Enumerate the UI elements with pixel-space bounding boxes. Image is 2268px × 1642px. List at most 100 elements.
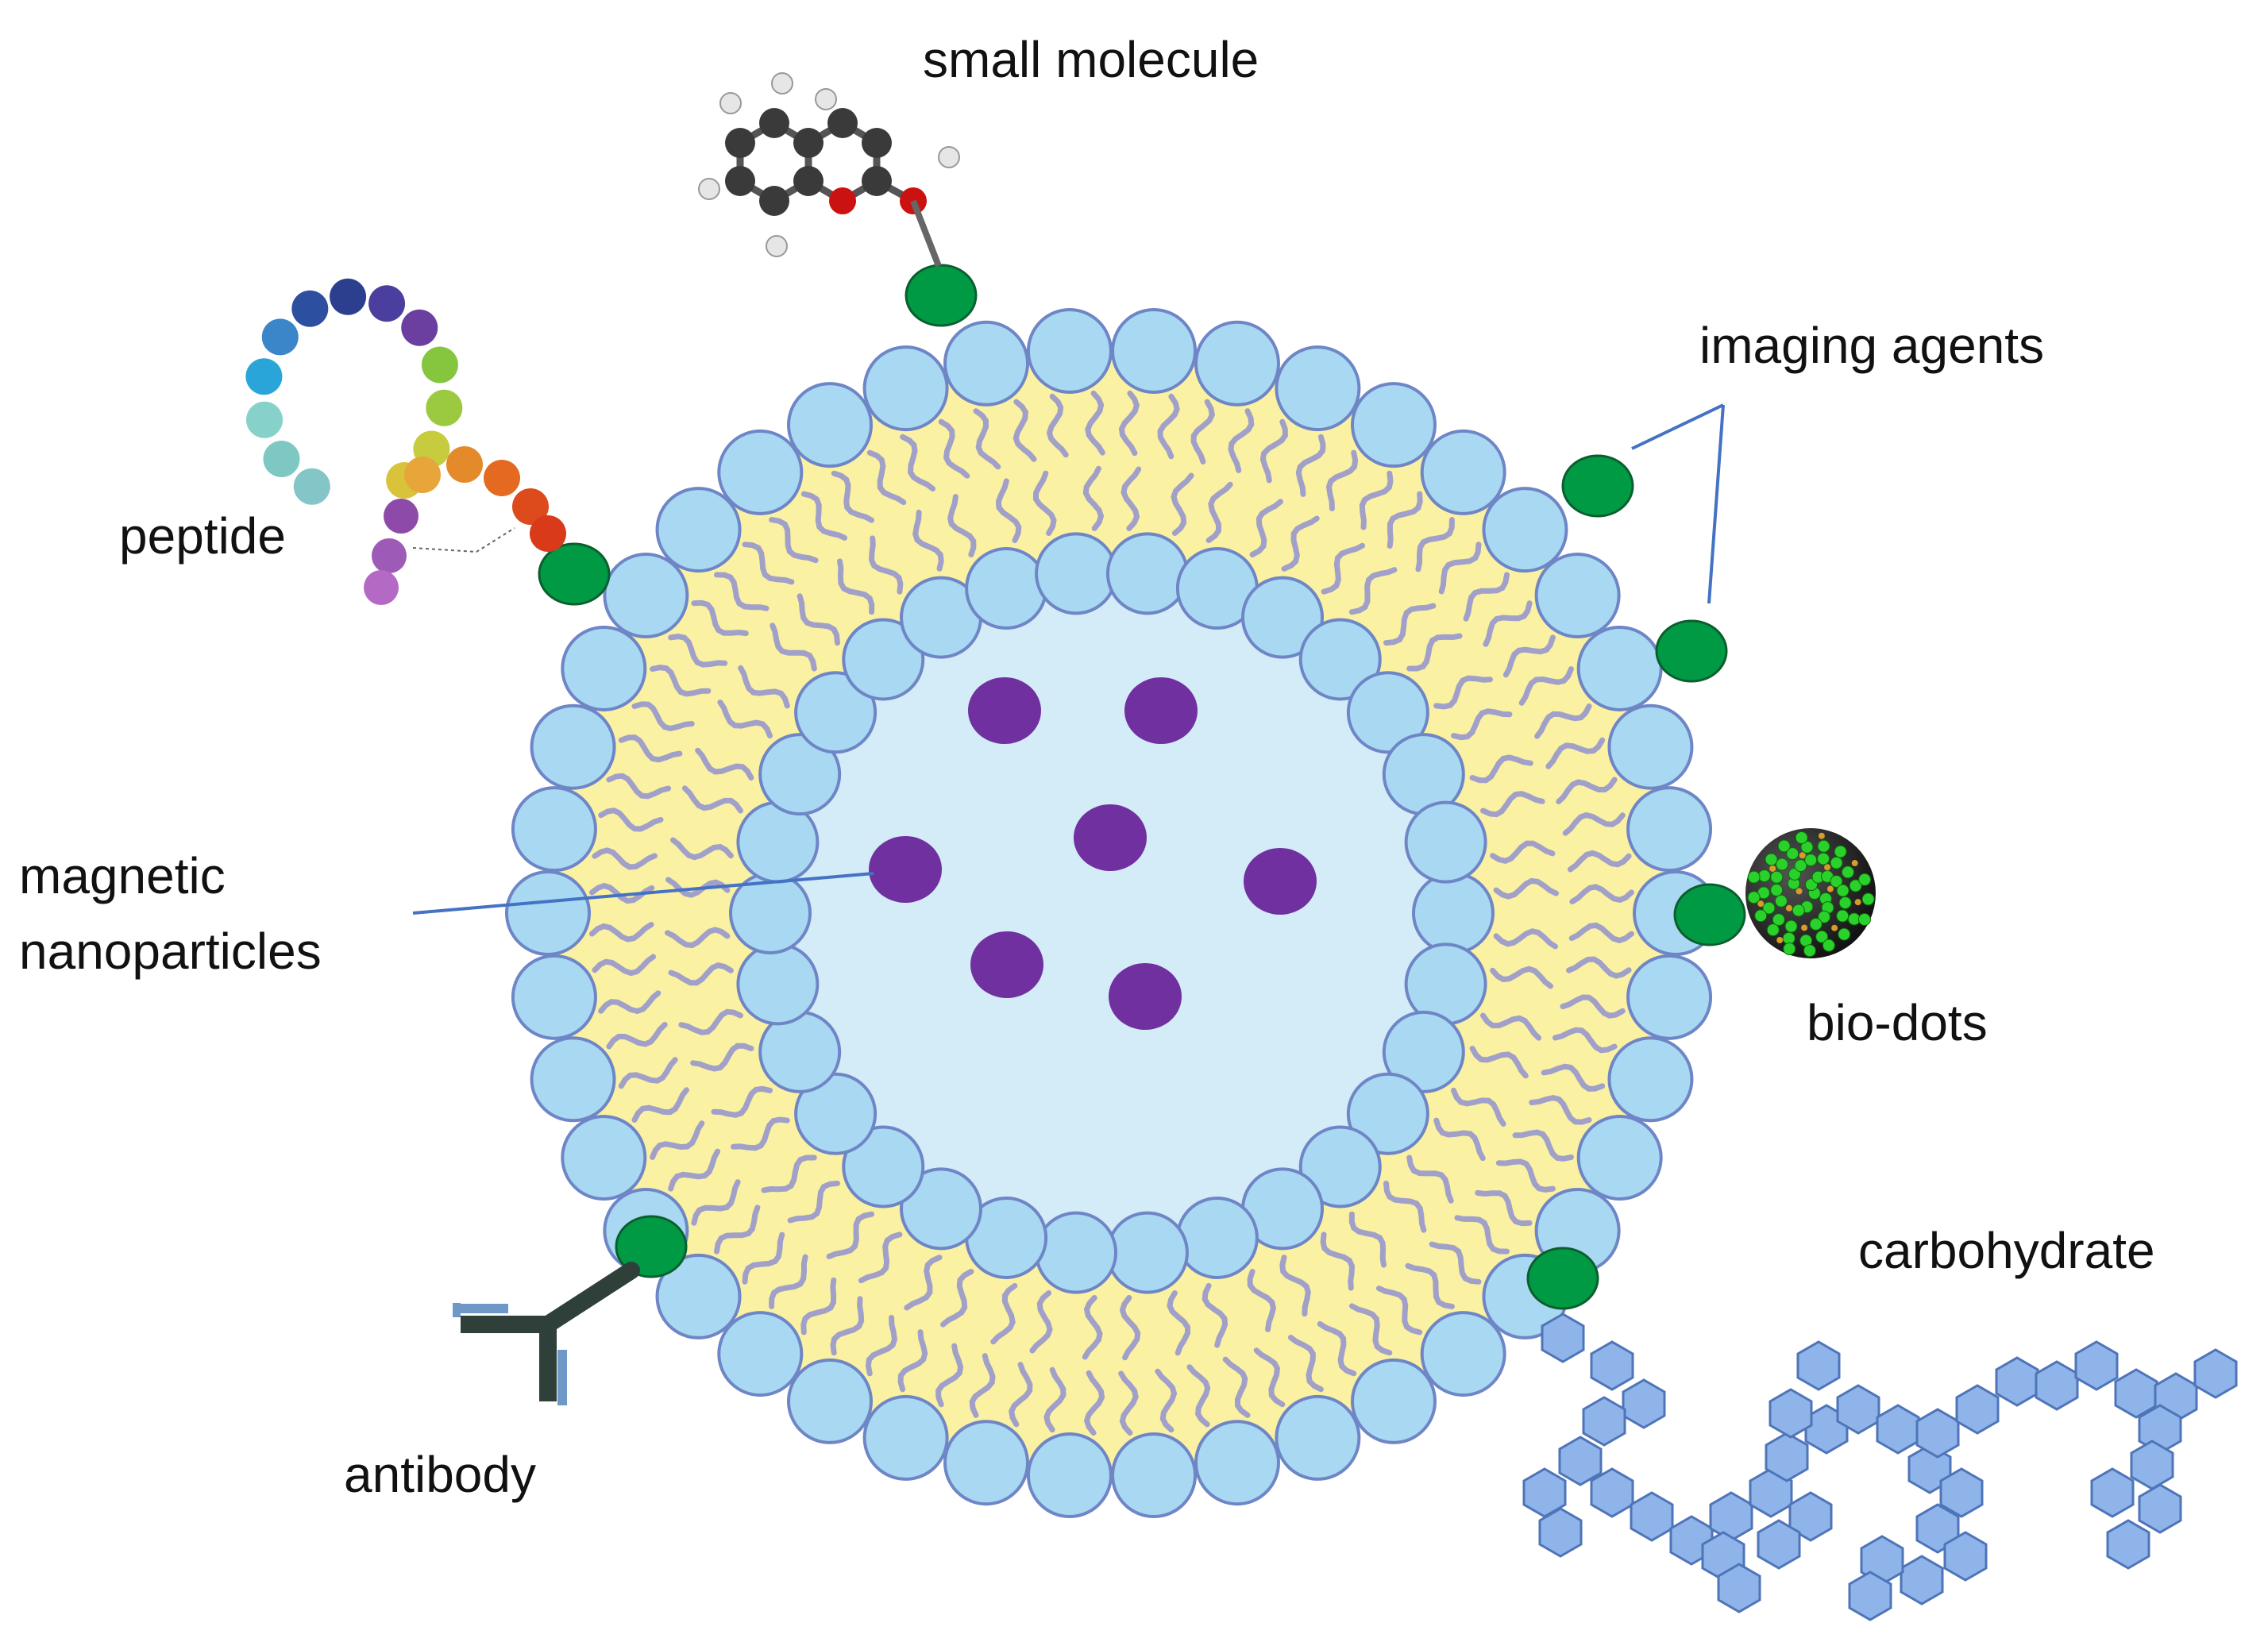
carbohydrate-label: carbohydrate xyxy=(1858,1222,2155,1279)
lipid-tail xyxy=(1118,1370,1139,1436)
molecule-carbon-atom xyxy=(827,108,858,138)
carbohydrate-hexagon xyxy=(2193,1348,2238,1399)
lipid-tail xyxy=(1029,1290,1053,1354)
quantum-dot-atom xyxy=(1776,936,1784,943)
quantum-dot-atom xyxy=(1754,909,1768,923)
lipid-tail xyxy=(1512,1129,1574,1162)
quantum-dot-atom xyxy=(1834,845,1847,858)
lipid-tail xyxy=(769,1254,808,1309)
lipid-tail xyxy=(668,962,734,986)
inner-lipid-head xyxy=(842,1125,925,1208)
outer-lipid-head xyxy=(717,429,804,515)
outer-lipid-head xyxy=(1275,1394,1361,1481)
lipid-tail xyxy=(900,434,936,491)
lipid-tail xyxy=(973,408,1001,470)
carbohydrate-hexagon xyxy=(2106,1519,2150,1570)
quantum-dot-atom xyxy=(1818,910,1831,923)
outer-lipid-head xyxy=(862,1394,949,1481)
quantum-dot-atom xyxy=(1822,939,1835,952)
lipid-tail xyxy=(1518,666,1574,706)
lipid-tail xyxy=(1249,499,1283,557)
ligand-anchor xyxy=(1655,619,1728,683)
imaging-agents-leader-line xyxy=(1707,404,1725,604)
lipid-tail xyxy=(1469,1046,1529,1079)
molecule-carbon-atom xyxy=(793,166,824,196)
quantum-dot-atom xyxy=(1747,870,1761,884)
outer-lipid-head xyxy=(1111,307,1198,394)
carbohydrate-hexagon xyxy=(1757,1519,1801,1570)
quantum-dot-atom xyxy=(1838,927,1851,941)
lipid-tail xyxy=(940,1269,974,1328)
quantum-dot-atom xyxy=(1857,913,1871,927)
lipid-tail xyxy=(631,1087,689,1123)
imaging-agents-leader-line xyxy=(1631,403,1724,450)
lipid-tail xyxy=(650,1120,705,1160)
lipid-tail xyxy=(1567,850,1632,873)
lipid-tail xyxy=(668,634,728,668)
quantum-dot-atom xyxy=(1851,860,1858,867)
lipid-tail xyxy=(1348,1211,1387,1268)
lipid-tail xyxy=(1383,1180,1427,1233)
lipid-tail xyxy=(717,700,773,739)
lipid-tail xyxy=(1349,1303,1393,1356)
outer-lipid-head xyxy=(1607,1036,1694,1123)
lipid-tail xyxy=(592,847,658,870)
lipid-tail xyxy=(1228,408,1255,473)
lipid-tail xyxy=(1405,1262,1455,1309)
peptide-bead xyxy=(246,401,284,438)
outer-lipid-head xyxy=(1026,1432,1113,1519)
lipid-tail xyxy=(1120,466,1142,531)
lipid-tail xyxy=(598,990,662,1015)
quantum-dot-atom xyxy=(1772,913,1785,927)
lipid-tail xyxy=(1259,418,1288,484)
lipid-tail xyxy=(1325,449,1359,511)
lipid-tail xyxy=(826,1211,875,1259)
lipid-tail xyxy=(1205,481,1233,544)
lipid-tail xyxy=(1190,399,1215,464)
magnetic-nanoparticles-label-line2: nanoparticles xyxy=(19,923,322,980)
outer-lipid-head xyxy=(717,1311,804,1397)
molecule-icon xyxy=(698,72,960,268)
lipid-tail xyxy=(1562,811,1626,836)
lipid-tail xyxy=(691,599,749,637)
lipid-tail xyxy=(1566,956,1632,979)
lipid-tail xyxy=(869,535,904,595)
lipid-tail xyxy=(1469,754,1533,784)
quantum-dot-atom xyxy=(1824,864,1831,871)
lipid-tail xyxy=(681,785,743,814)
lipid-tail xyxy=(1556,777,1618,804)
lipid-tail xyxy=(1552,1027,1618,1054)
carbohydrate-hexagon xyxy=(1768,1388,1813,1439)
inner-lipid-head xyxy=(1346,1072,1429,1155)
inner-lipid-head xyxy=(794,671,878,754)
lipid-tail xyxy=(912,509,944,572)
lipid-tail xyxy=(1321,542,1366,595)
lipid-tail xyxy=(935,1343,964,1408)
carbohydrate-hexagon xyxy=(1836,1384,1880,1435)
quantum-dot-atom xyxy=(1817,852,1830,865)
carbohydrate-hexagon xyxy=(2035,1360,2079,1411)
outer-lipid-head xyxy=(511,954,597,1040)
lipid-tail xyxy=(1429,1241,1482,1285)
lipid-tail xyxy=(1475,1189,1533,1227)
outer-lipid-head xyxy=(505,870,591,956)
lipid-tail xyxy=(1348,567,1398,615)
inner-lipid-head xyxy=(842,618,925,701)
ligand-anchor xyxy=(538,542,611,606)
molecule-hydrogen-atom xyxy=(938,146,960,168)
quantum-dot-atom xyxy=(1757,869,1771,883)
lipid-tail xyxy=(1438,542,1482,595)
carbohydrate-hexagon xyxy=(1943,1531,1988,1582)
carbohydrate-hexagon xyxy=(1765,1432,1809,1482)
lipid-tail xyxy=(711,1085,773,1118)
carbohydrate-hexagon xyxy=(1558,1436,1603,1486)
lipid-tail xyxy=(1454,1215,1510,1255)
carbohydrate-hexagon xyxy=(2130,1440,2174,1490)
lipid-tail xyxy=(1541,1063,1606,1092)
outer-lipid-head xyxy=(943,320,1030,407)
magnetic-nanoparticle xyxy=(970,931,1043,998)
outer-lipid-head xyxy=(655,487,742,573)
aqueous-core xyxy=(770,572,1453,1255)
lipid-tail xyxy=(1043,1366,1066,1433)
